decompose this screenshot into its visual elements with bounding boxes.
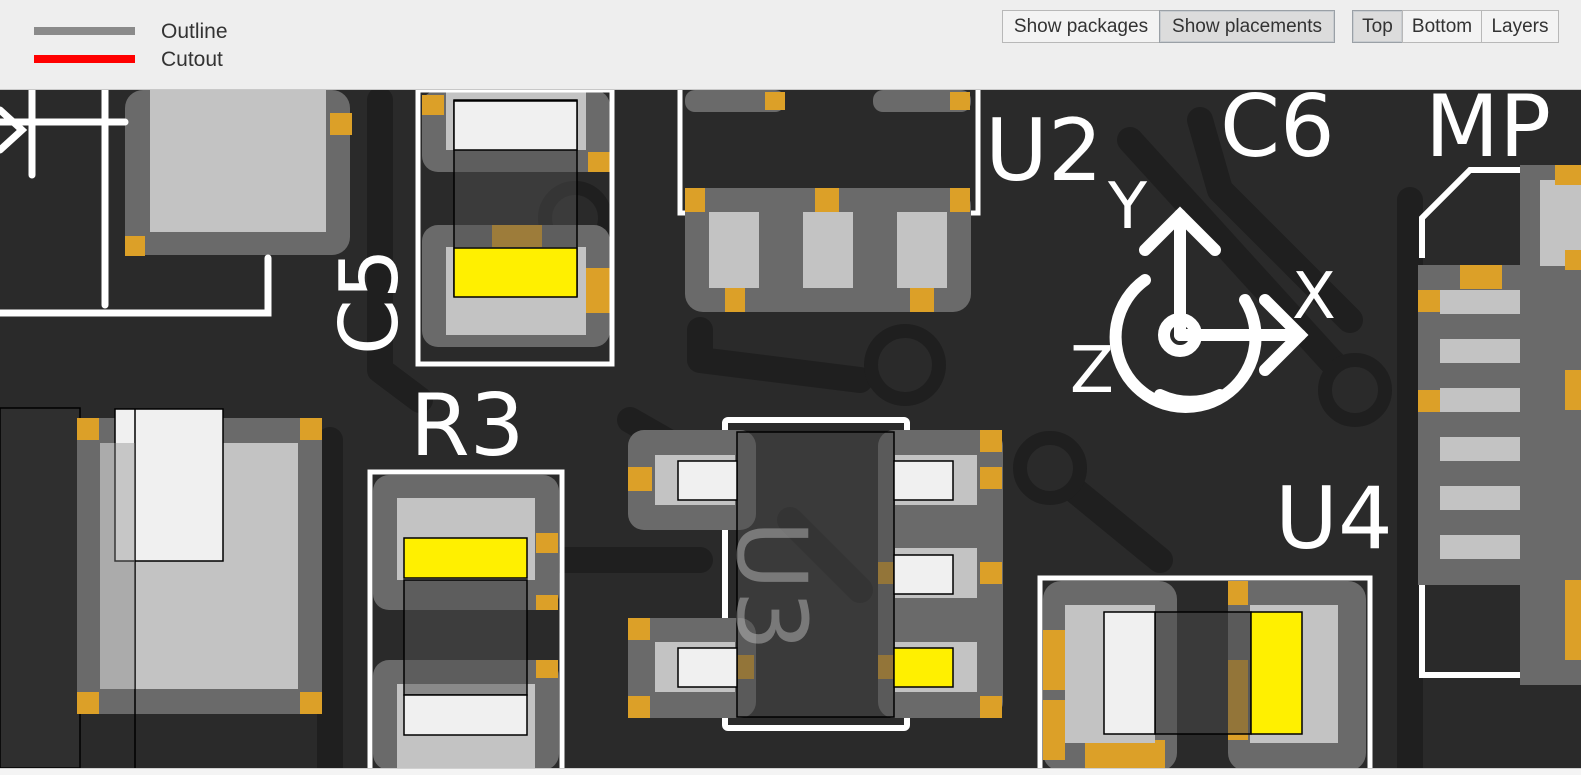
axis-labels: Y X Z <box>1070 170 1336 408</box>
axis-z-label: Z <box>1070 334 1114 408</box>
component-left-large <box>0 407 322 768</box>
refdes-c6: C6 <box>1220 90 1335 177</box>
refdes-mp: MP <box>1425 90 1551 177</box>
pcb-canvas[interactable]: U2 C6 MP C5 R3 U3 U4 Y X Z <box>0 90 1581 768</box>
axis-x-label: X <box>1292 260 1336 334</box>
outline-legend-label: Outline <box>161 20 228 43</box>
view-top-button[interactable]: Top <box>1352 10 1403 43</box>
outline-legend-swatch <box>34 27 135 35</box>
component-u3 <box>628 417 1003 731</box>
component-mp <box>1418 165 1581 685</box>
refdes-r3: R3 <box>410 376 524 476</box>
refdes-u2: U2 <box>985 101 1103 201</box>
view-layers-button[interactable]: Layers <box>1481 10 1559 43</box>
refdes-labels: U2 C6 MP C5 R3 U3 U4 <box>323 90 1551 651</box>
cutout-legend-label: Cutout <box>161 48 223 71</box>
cutout-legend-swatch <box>34 55 135 63</box>
silkscreen-top-left <box>0 90 272 317</box>
component-u2 <box>677 90 981 312</box>
toolbar: Outline Cutout Show packages Show placem… <box>0 0 1581 90</box>
component-u4 <box>1037 575 1373 768</box>
refdes-u3: U3 <box>715 520 827 651</box>
show-placements-button[interactable]: Show placements <box>1159 10 1335 43</box>
axis-gizmo <box>1109 206 1309 413</box>
show-packages-button[interactable]: Show packages <box>1002 10 1160 43</box>
component-top-left <box>125 90 352 256</box>
component-r3 <box>367 469 565 768</box>
copper-tracks <box>317 90 1423 768</box>
refdes-c5: C5 <box>323 248 416 355</box>
refdes-u4: U4 <box>1275 469 1393 569</box>
status-strip <box>0 768 1581 775</box>
view-bottom-button[interactable]: Bottom <box>1402 10 1482 43</box>
component-c5 <box>415 90 615 367</box>
axis-y-label: Y <box>1107 170 1148 244</box>
pcb-render: U2 C6 MP C5 R3 U3 U4 Y X Z <box>0 90 1581 768</box>
